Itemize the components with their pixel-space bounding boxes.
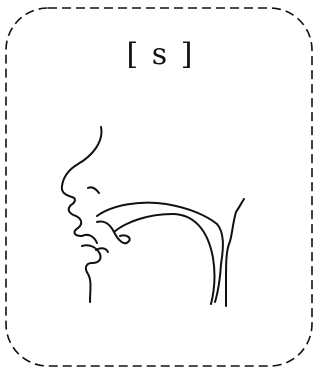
tongue — [97, 214, 214, 304]
velum — [215, 224, 223, 302]
palate — [97, 203, 217, 224]
nostril — [88, 187, 99, 193]
face-profile-upper — [62, 127, 102, 236]
face-profile-lower — [82, 245, 101, 302]
upper-teeth — [82, 235, 97, 243]
pharynx-wall — [226, 212, 236, 306]
phoneme-label: [ s ] — [0, 40, 321, 70]
epiglottis — [236, 199, 244, 212]
